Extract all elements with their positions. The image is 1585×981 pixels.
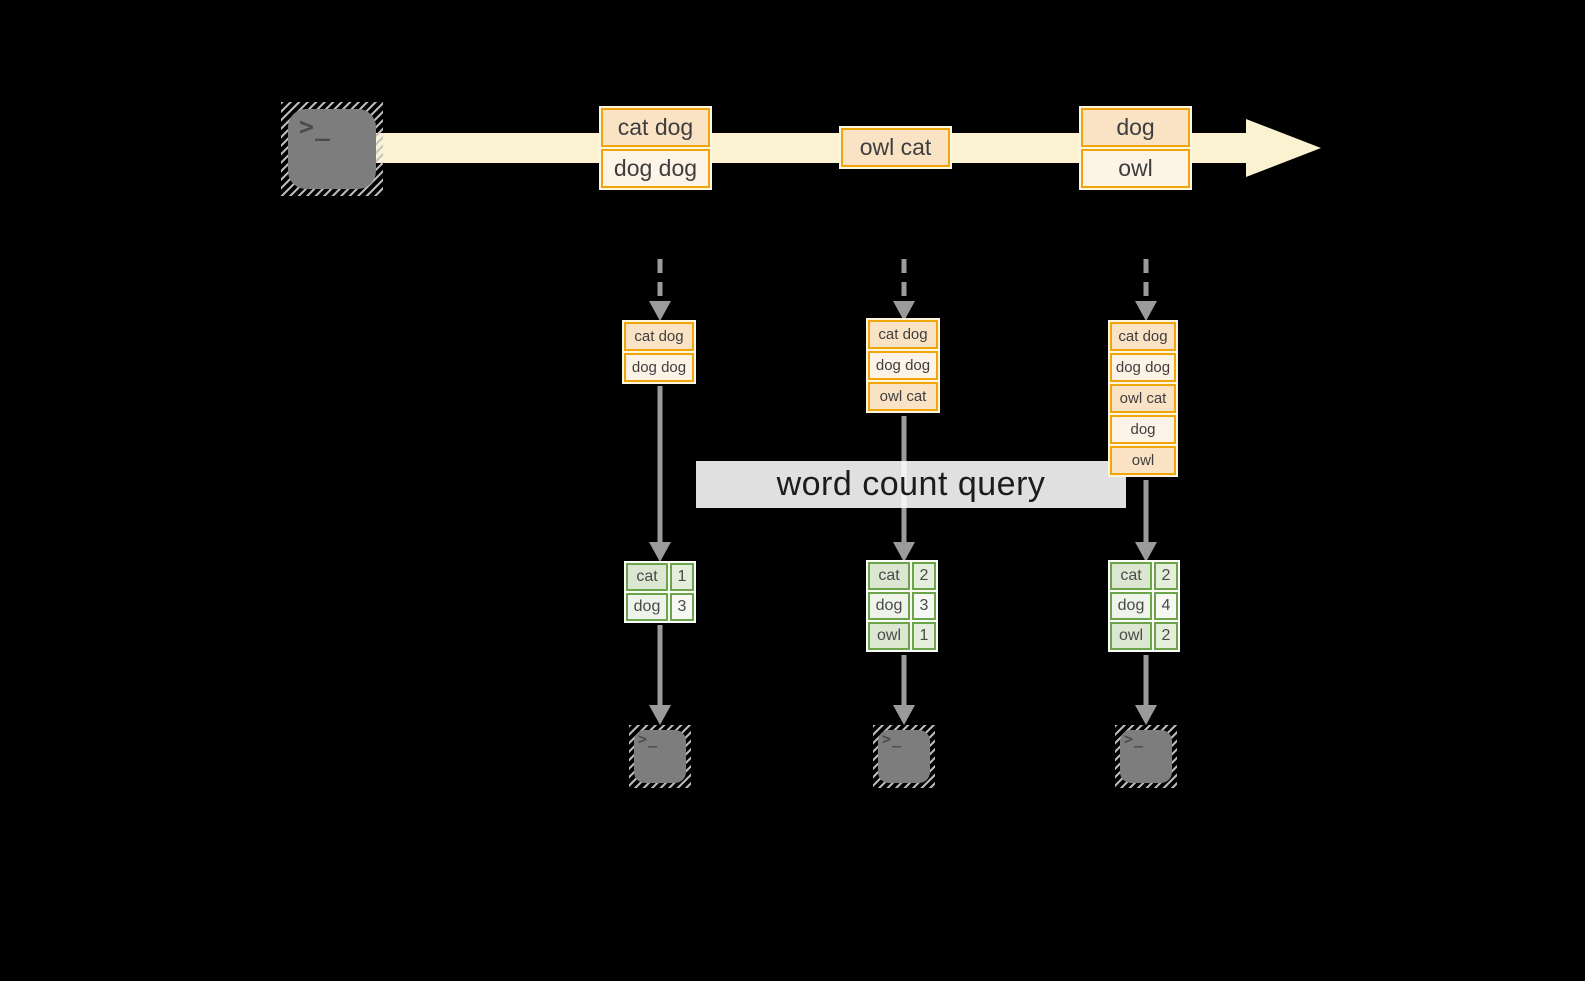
count-word-cell: cat — [1110, 562, 1152, 590]
arrow-down-icon — [1135, 655, 1157, 725]
count-word-cell: cat — [868, 562, 910, 590]
terminal-prompt-glyph: >_ — [882, 730, 903, 748]
count-value-cell: 1 — [912, 622, 936, 650]
table-row: owl 1 — [868, 622, 936, 650]
source-terminal-icon: >_ — [281, 102, 383, 196]
dashed-arrow-down-icon — [1135, 259, 1157, 321]
stream-batch-1: cat dog dog dog — [599, 106, 712, 190]
batch-word-cell: owl cat — [841, 128, 950, 167]
count-word-cell: cat — [626, 563, 668, 591]
count-table-3: cat 2 dog 4 owl 2 — [1108, 560, 1180, 652]
count-value-cell: 2 — [912, 562, 936, 590]
table-row: cat 1 — [626, 563, 694, 591]
terminal-prompt-glyph: >_ — [299, 112, 332, 141]
dashed-arrow-down-icon — [649, 259, 671, 321]
count-value-cell: 1 — [670, 563, 694, 591]
buffer-word-cell: owl cat — [868, 382, 938, 411]
buffer-word-cell: dog dog — [868, 351, 938, 380]
query-label-band: word count query — [696, 461, 1126, 508]
table-row: dog 3 — [868, 592, 936, 620]
stream-batch-2: owl cat — [839, 126, 952, 169]
count-value-cell: 3 — [670, 593, 694, 621]
count-value-cell: 2 — [1154, 622, 1178, 650]
count-value-cell: 4 — [1154, 592, 1178, 620]
buffer-word-cell: owl cat — [1110, 384, 1176, 413]
table-row: cat 2 — [1110, 562, 1178, 590]
buffer-word-cell: dog — [1110, 415, 1176, 444]
word-buffer-3: cat dog dog dog owl cat dog owl — [1108, 320, 1178, 477]
count-table-2: cat 2 dog 3 owl 1 — [866, 560, 938, 652]
batch-word-cell: dog dog — [601, 149, 710, 188]
terminal-prompt-glyph: >_ — [1124, 730, 1145, 748]
terminal-screen — [1120, 730, 1172, 783]
count-word-cell: owl — [868, 622, 910, 650]
word-buffer-2: cat dog dog dog owl cat — [866, 318, 940, 413]
dashed-arrow-down-icon — [893, 259, 915, 321]
stream-batch-3: dog owl — [1079, 106, 1192, 190]
terminal-screen — [288, 109, 376, 189]
arrow-down-icon — [893, 655, 915, 725]
batch-word-cell: owl — [1081, 149, 1190, 188]
arrow-down-icon — [649, 386, 671, 562]
terminal-screen — [878, 730, 930, 783]
buffer-word-cell: dog dog — [1110, 353, 1176, 382]
arrow-down-icon — [649, 625, 671, 725]
buffer-word-cell: cat dog — [868, 320, 938, 349]
batch-word-cell: dog — [1081, 108, 1190, 147]
table-row: cat 2 — [868, 562, 936, 590]
buffer-word-cell: cat dog — [1110, 322, 1176, 351]
count-word-cell: dog — [868, 592, 910, 620]
terminal-prompt-glyph: >_ — [638, 730, 659, 748]
table-row: dog 4 — [1110, 592, 1178, 620]
count-word-cell: dog — [626, 593, 668, 621]
stream-timeline-arrowhead-icon — [1246, 119, 1321, 177]
sink-terminal-icon: >_ — [629, 725, 691, 788]
sink-terminal-icon: >_ — [873, 725, 935, 788]
word-buffer-1: cat dog dog dog — [622, 320, 696, 384]
buffer-word-cell: owl — [1110, 446, 1176, 475]
count-word-cell: owl — [1110, 622, 1152, 650]
terminal-screen — [634, 730, 686, 783]
sink-terminal-icon: >_ — [1115, 725, 1177, 788]
count-table-1: cat 1 dog 3 — [624, 561, 696, 623]
table-row: dog 3 — [626, 593, 694, 621]
count-word-cell: dog — [1110, 592, 1152, 620]
count-value-cell: 3 — [912, 592, 936, 620]
query-label: word count query — [776, 465, 1046, 503]
table-row: owl 2 — [1110, 622, 1178, 650]
batch-word-cell: cat dog — [601, 108, 710, 147]
count-value-cell: 2 — [1154, 562, 1178, 590]
arrow-down-icon — [1135, 480, 1157, 562]
buffer-word-cell: cat dog — [624, 322, 694, 351]
buffer-word-cell: dog dog — [624, 353, 694, 382]
